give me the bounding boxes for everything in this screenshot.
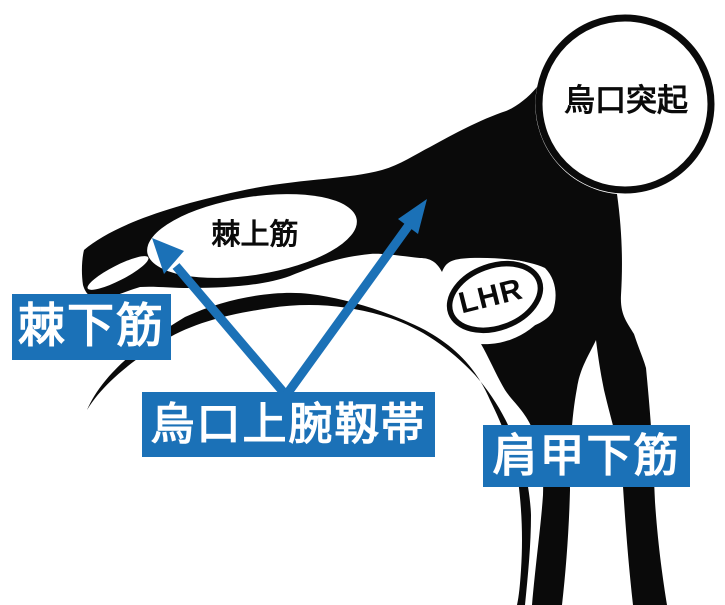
- label-coracoid-process: 烏口突起: [564, 82, 688, 118]
- arrow-head-right: [398, 199, 427, 234]
- label-box-coracohumeral-ligament: 烏口上腕靱帯: [142, 392, 435, 457]
- arrow-head-left: [152, 238, 184, 274]
- arrow-line-left: [172, 263, 289, 397]
- label-box-infraspinatus: 棘下筋: [12, 294, 171, 360]
- lhr-oval-outline: [446, 260, 544, 334]
- arrow-line-right: [283, 222, 413, 397]
- label-supraspinatus: 棘上筋: [211, 218, 299, 251]
- annotation-arrows: [152, 199, 427, 397]
- label-box-subscapularis: 肩甲下筋: [483, 425, 690, 487]
- coracoid-circle: [535, 14, 715, 194]
- notch-sliver: [87, 256, 149, 290]
- supraspinatus-window: [147, 194, 357, 278]
